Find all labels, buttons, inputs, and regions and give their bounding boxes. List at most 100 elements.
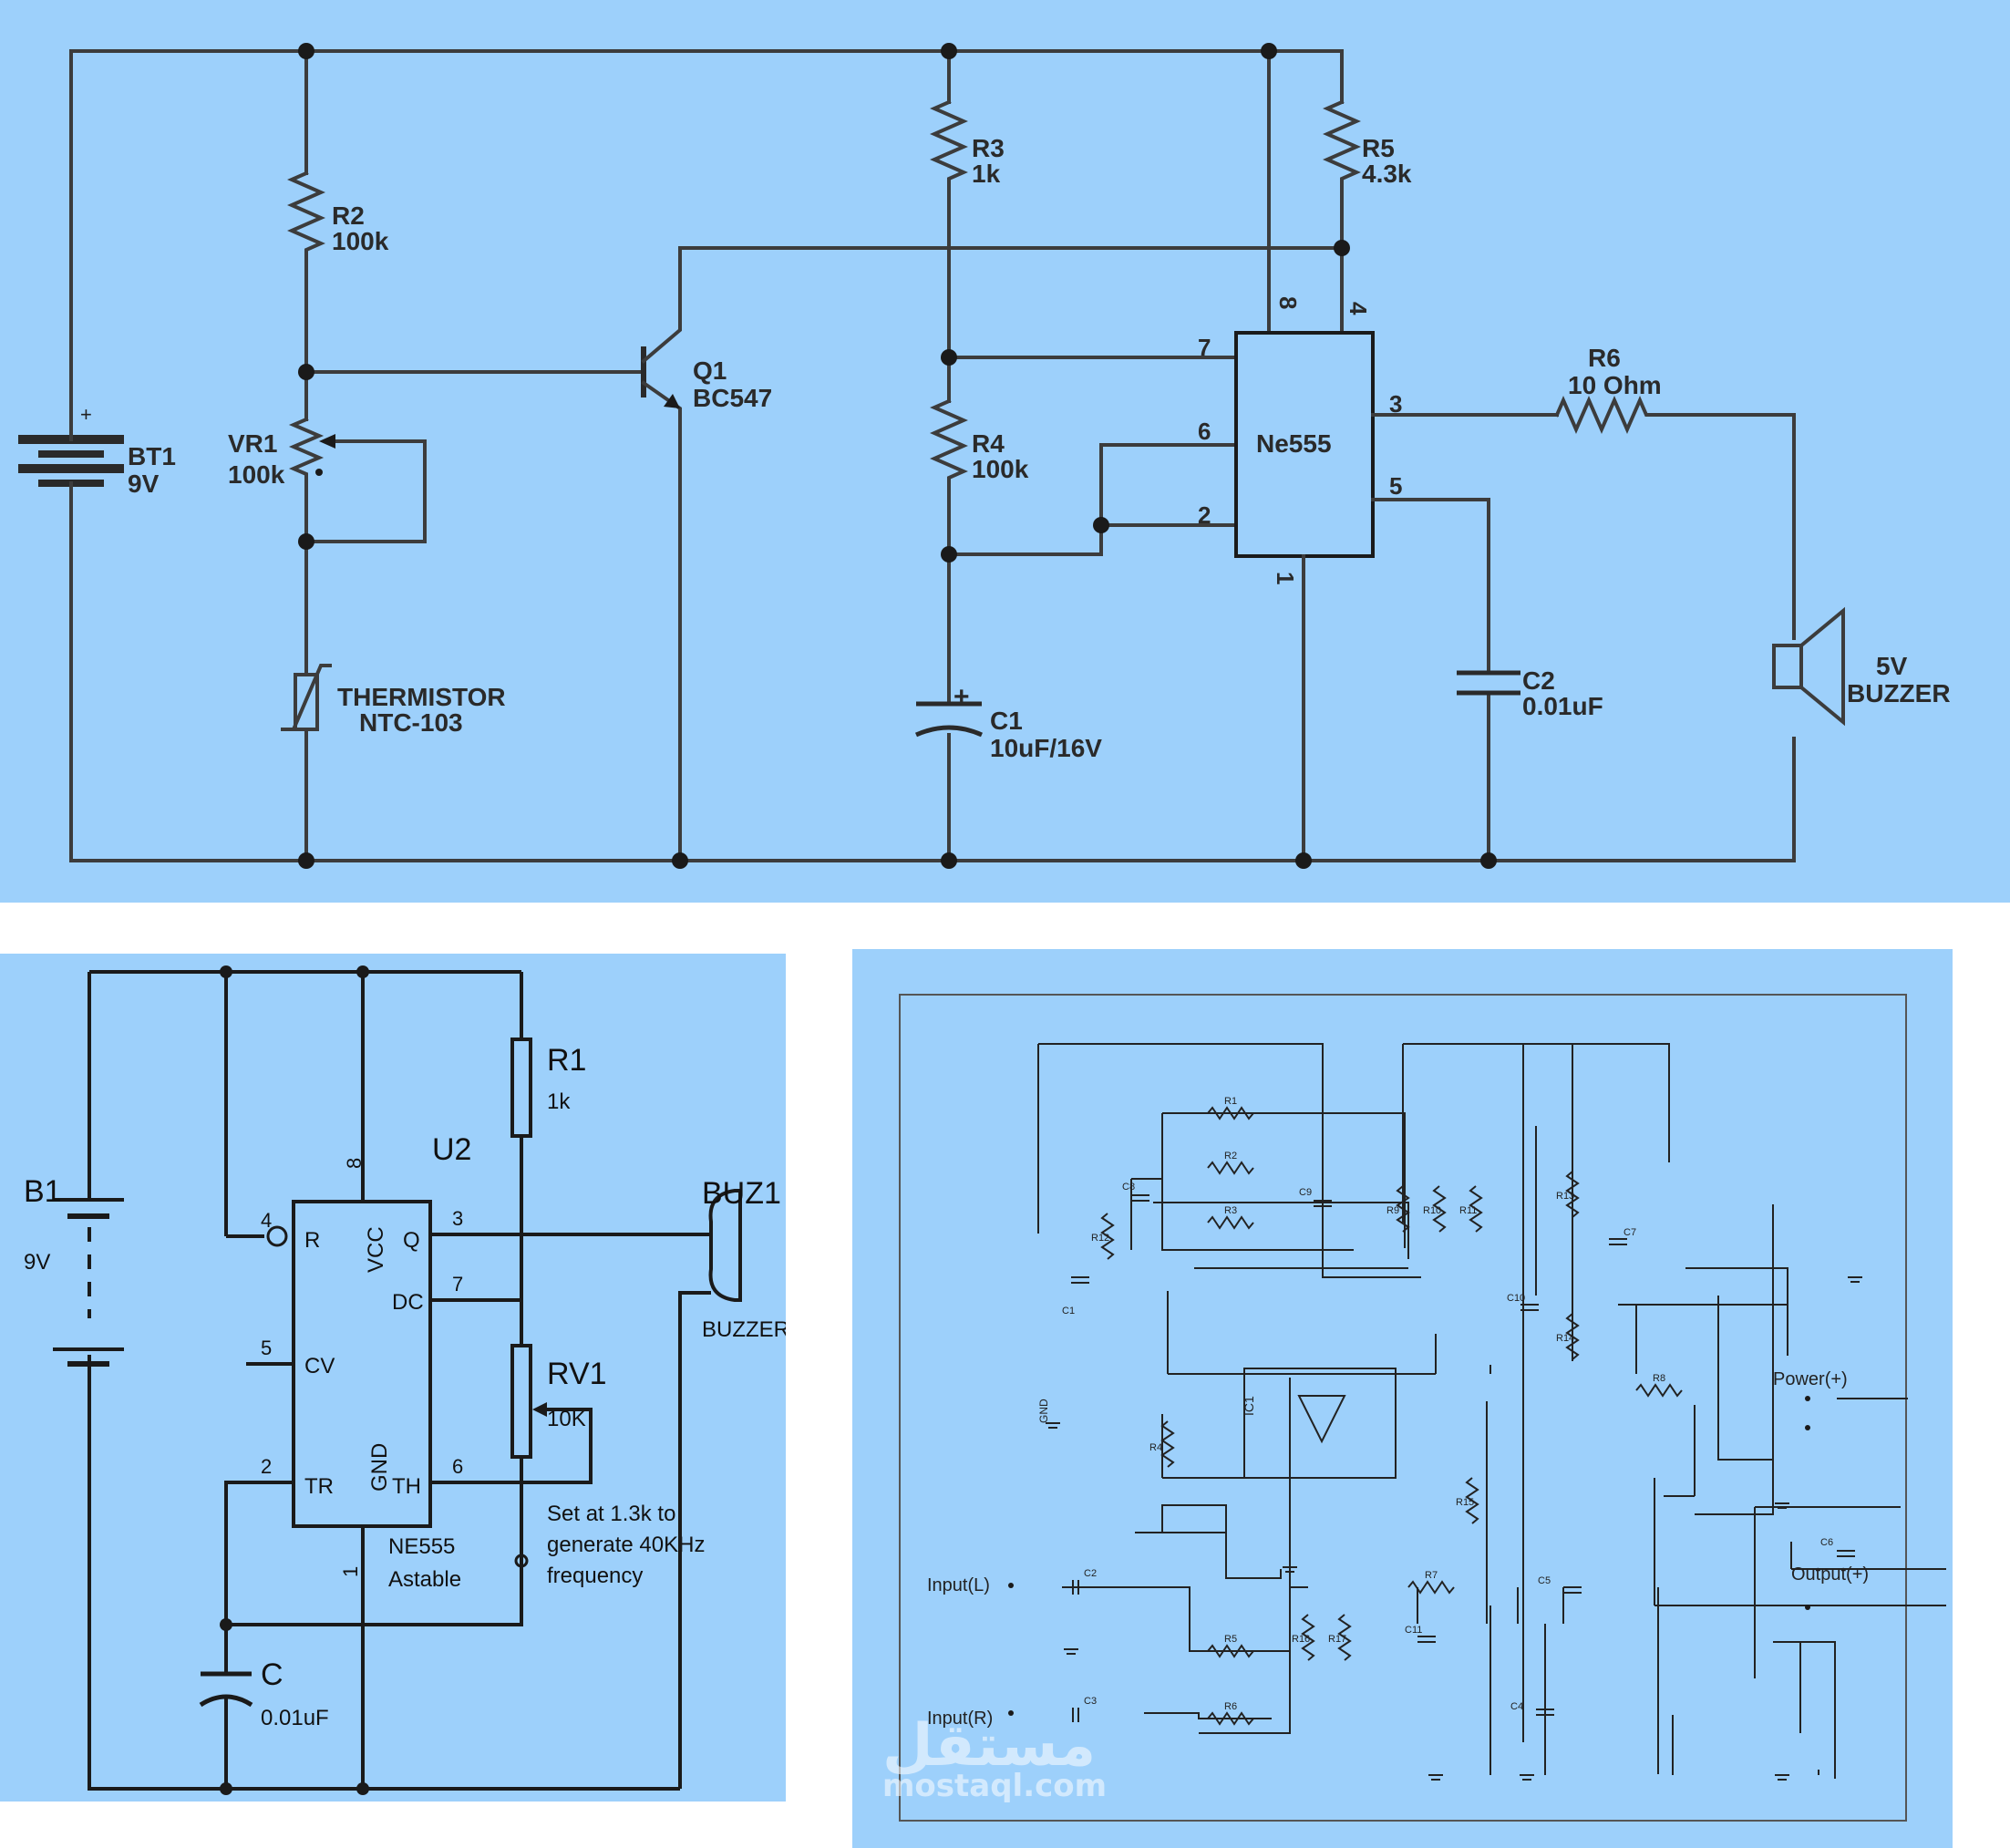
br-c5-label: C5: [1538, 1575, 1551, 1586]
br-r5-label: R5: [1224, 1634, 1237, 1645]
br-input-right: Input(R): [927, 1709, 993, 1729]
top-battery-plus: +: [80, 403, 92, 426]
br-resistors: [1100, 1106, 1683, 1726]
top-battery-ref: BT1: [128, 442, 176, 470]
br-r15-label: R15: [1456, 1497, 1474, 1508]
bl-pin-num-7: 7: [452, 1273, 463, 1296]
top-battery-value: 9V: [128, 470, 160, 498]
q1-transistor: [641, 246, 1344, 862]
r4-ref: R4: [972, 429, 1005, 458]
bl-pin-th: TH: [392, 1474, 421, 1499]
br-resistor-labels: R1 R2 R3 R4 R5 R6 R7 R8 R9 R10 R11 R12 R…: [1091, 1096, 1665, 1712]
r5-resistor: [1323, 99, 1361, 195]
br-c9-label: C9: [1299, 1187, 1312, 1198]
c2-capacitor: [1457, 670, 1520, 696]
bl-pin-dc: DC: [392, 1290, 424, 1315]
top-rails: [69, 49, 1796, 862]
r4-value: 100k: [972, 455, 1029, 483]
br-r14-label: R14: [1556, 1333, 1574, 1344]
r5-ref: R5: [1362, 134, 1395, 162]
br-c2-label: C2: [1084, 1568, 1097, 1579]
br-wires-c: [1417, 1398, 1908, 1779]
pin-6-num: 6: [1198, 418, 1211, 445]
br-c4-label: C4: [1510, 1701, 1523, 1712]
bl-ic-mode: Astable: [388, 1567, 461, 1592]
br-c10-label: C10: [1507, 1293, 1525, 1304]
bl-note-line3: frequency: [547, 1564, 643, 1588]
top-schematic-panel: + BT1 9V R2 100k VR1 100k THERMISTOR NTC…: [0, 0, 2010, 903]
vr1-ref: VR1: [228, 429, 277, 458]
top-battery: [18, 413, 124, 490]
bl-pin-num-2: 2: [261, 1455, 272, 1478]
br-capacitors: [1071, 1194, 1855, 1722]
bottom-left-schematic-panel: B1 9V U2 R VCC Q DC CV TR GND TH 4 8 3 7…: [0, 954, 786, 1802]
bl-cap-ref: C: [261, 1657, 283, 1692]
bl-pin-num-6: 6: [452, 1455, 463, 1478]
bl-pin-vcc: VCC: [364, 1226, 388, 1273]
c1-ref: C1: [990, 707, 1023, 735]
bl-ic-ref: U2: [432, 1132, 471, 1167]
bl-pin-gnd: GND: [367, 1443, 392, 1492]
br-wires-a: [1037, 1043, 1788, 1742]
bl-rv1-wiper: [521, 1408, 593, 1484]
bl-pin-num-4: 4: [261, 1209, 272, 1232]
bl-battery-value: 9V: [24, 1250, 50, 1275]
pin-7-6-2-wires: [947, 356, 1238, 556]
bl-pin-r: R: [304, 1228, 320, 1253]
br-gnd-label: GND: [1037, 1399, 1050, 1423]
bl-ic-pin-wires: [226, 1200, 521, 1789]
pin-1-num: 1: [1272, 572, 1299, 584]
q1-value: BC547: [693, 384, 772, 412]
c2-value: 0.01uF: [1522, 692, 1603, 720]
r4-resistor: [930, 398, 968, 494]
r6-resistor: [1554, 396, 1650, 434]
r5-value: 4.3k: [1362, 160, 1412, 188]
vr1-potentiometer: [288, 417, 325, 485]
br-r9-label: R9: [1386, 1205, 1399, 1216]
pin-8-4-wires: [1267, 49, 1344, 335]
br-r10-label: R10: [1423, 1205, 1441, 1216]
r2-ref: R2: [332, 201, 365, 230]
bl-buzzer-label: BUZZER: [702, 1317, 786, 1342]
bl-wires: [88, 970, 680, 1791]
r6-ref: R6: [1588, 344, 1621, 372]
bl-battery-ref: B1: [24, 1174, 62, 1209]
bottom-right-schematic-panel: IC1: [852, 949, 1953, 1848]
thermistor: [281, 664, 332, 731]
vr1-value: 100k: [228, 460, 285, 489]
br-output-label: Output(+): [1791, 1564, 1869, 1585]
br-capacitor-labels: C1 C2 C3 C4 C5 C6 C7 C8 C9 C10 C11: [1062, 1182, 1833, 1712]
bl-r1-resistor: [510, 1038, 532, 1138]
bottom-left-schematic: B1 9V U2 R VCC Q DC CV TR GND TH 4 8 3 7…: [24, 965, 786, 1795]
br-r16-label: R16: [1292, 1634, 1310, 1645]
bl-pin-num-8: 8: [343, 1158, 366, 1169]
pin-2-num: 2: [1198, 501, 1211, 529]
bl-capacitor: [199, 1625, 253, 1789]
top-buzzer: [1772, 606, 1845, 727]
br-c3-label: C3: [1084, 1696, 1097, 1707]
bottom-right-schematic: IC1: [899, 994, 1946, 1822]
bl-r1-value: 1k: [547, 1089, 571, 1114]
thermistor-ref: THERMISTOR: [337, 683, 506, 711]
bl-pin-cv: CV: [304, 1354, 335, 1378]
bl-pin-num-1: 1: [339, 1566, 362, 1577]
r6-value: 10 Ohm: [1568, 371, 1662, 399]
c2-ref: C2: [1522, 666, 1555, 695]
br-r6-label: R6: [1224, 1701, 1237, 1712]
br-r8-label: R8: [1653, 1373, 1665, 1384]
r3-resistor: [930, 99, 968, 195]
top-junctions: [298, 43, 1497, 869]
br-r3-label: R3: [1224, 1205, 1237, 1216]
r2-resistor: [287, 170, 325, 266]
br-r1-label: R1: [1224, 1096, 1237, 1107]
r2-value: 100k: [332, 227, 389, 255]
br-frame: [899, 994, 1907, 1822]
bl-junctions: [220, 965, 369, 1795]
br-c6-label: C6: [1820, 1537, 1833, 1548]
pin-7-num: 7: [1198, 334, 1211, 361]
thermistor-value: NTC-103: [359, 708, 463, 737]
top-ne555-name: Ne555: [1256, 429, 1332, 458]
br-r2-label: R2: [1224, 1151, 1237, 1161]
bl-ic-name: NE555: [388, 1534, 455, 1559]
br-r13-label: R13: [1556, 1191, 1574, 1202]
